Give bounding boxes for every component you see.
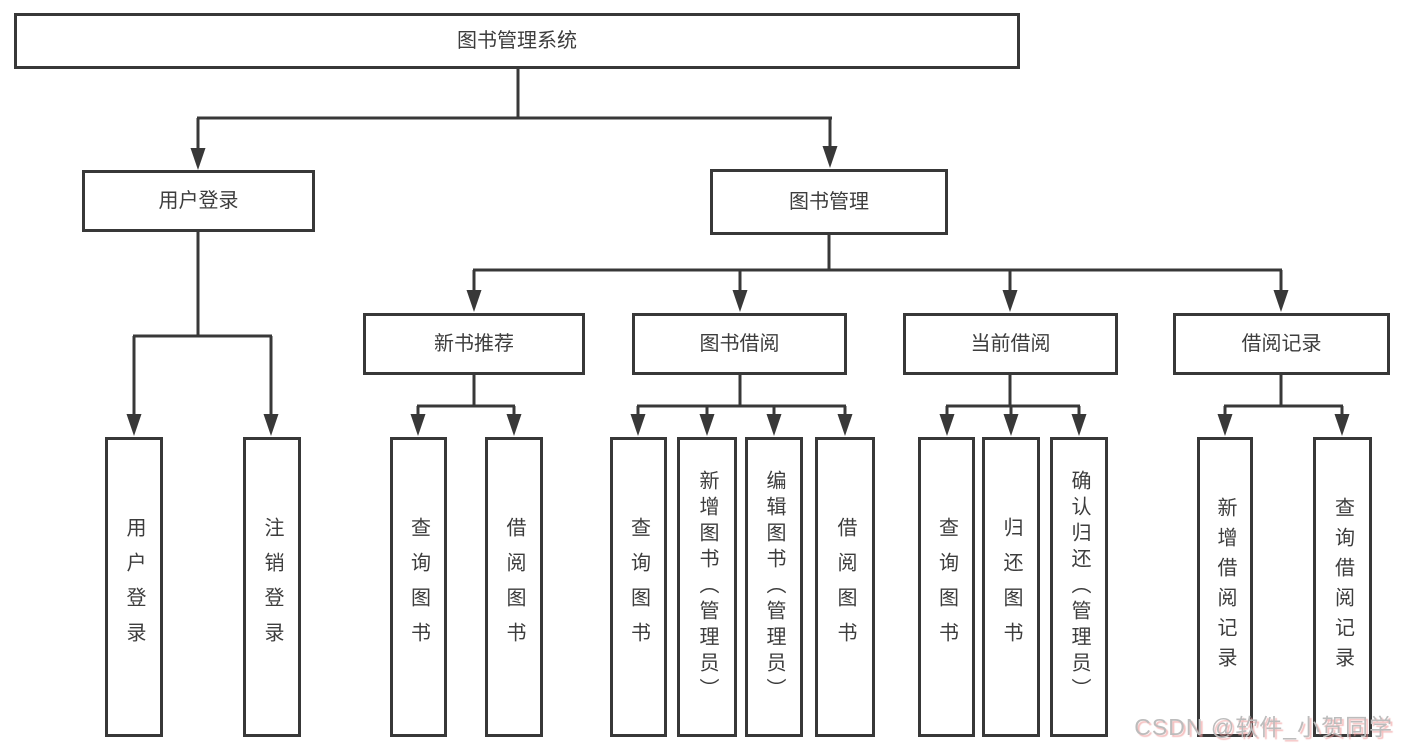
leaf-add-books-admin: 新增图书（管理员） (677, 437, 737, 737)
node-borrowing-records: 借阅记录 (1173, 313, 1390, 375)
arrowhead-icon (466, 290, 482, 312)
leaf-recommend-query-books: 查询图书 (390, 437, 447, 737)
node-book-management: 图书管理 (710, 169, 948, 235)
node-label: 借阅图书 (834, 517, 856, 657)
leaf-edit-books-admin: 编辑图书（管理员） (745, 437, 803, 737)
arrowhead-icon (630, 414, 646, 436)
node-label: 借阅图书 (503, 517, 525, 657)
node-current-borrowing: 当前借阅 (903, 313, 1118, 375)
node-label: 新增借阅记录 (1214, 497, 1236, 677)
leaf-recommend-borrow-books: 借阅图书 (485, 437, 543, 737)
node-label: 查询图书 (935, 517, 958, 657)
arrowhead-icon (1334, 414, 1350, 436)
node-user-login: 用户登录 (82, 170, 315, 232)
arrowhead-icon (766, 414, 782, 436)
leaf-logout: 注销登录 (243, 437, 301, 737)
leaf-return-books: 归还图书 (982, 437, 1040, 737)
node-label: 查询图书 (407, 517, 430, 657)
node-label: 查询借阅记录 (1331, 497, 1354, 677)
node-label: 编辑图书（管理员） (763, 470, 785, 704)
node-label: 图书管理系统 (457, 30, 577, 52)
leaf-current-query-books: 查询图书 (918, 437, 975, 737)
node-label: 用户登录 (123, 517, 145, 657)
node-label: 当前借阅 (970, 333, 1051, 355)
arrowhead-icon (190, 148, 206, 170)
node-label: 确认归还（管理员） (1068, 470, 1090, 704)
node-label: 图书借阅 (699, 333, 780, 355)
arrowhead-icon (1003, 414, 1019, 436)
arrowhead-icon (1071, 414, 1087, 436)
arrowhead-icon (939, 414, 955, 436)
arrowhead-icon (506, 414, 522, 436)
node-label: 注销登录 (261, 517, 283, 657)
arrowhead-icon (822, 146, 838, 168)
arrowhead-icon (263, 414, 279, 436)
node-new-book-recommendation: 新书推荐 (363, 313, 585, 375)
node-label: 新书推荐 (434, 333, 514, 355)
arrowhead-icon (699, 414, 715, 436)
leaf-add-borrow-record: 新增借阅记录 (1197, 437, 1253, 737)
leaf-user-login: 用户登录 (105, 437, 163, 737)
node-label: 归还图书 (1000, 517, 1022, 657)
arrowhead-icon (1217, 414, 1233, 436)
leaf-borrow-borrow-books: 借阅图书 (815, 437, 875, 737)
arrowhead-icon (126, 414, 142, 436)
node-label: 用户登录 (158, 190, 239, 212)
node-label: 借阅记录 (1241, 333, 1322, 355)
node-label: 新增图书（管理员） (696, 470, 718, 704)
arrowhead-icon (1002, 290, 1018, 312)
arrowhead-icon (732, 290, 748, 312)
node-library-management-system: 图书管理系统 (14, 13, 1020, 69)
node-book-borrowing: 图书借阅 (632, 313, 847, 375)
leaf-borrow-query-books: 查询图书 (610, 437, 667, 737)
csdn-watermark: CSDN @软件_小贺同学 (1134, 714, 1393, 740)
node-label: 查询图书 (627, 517, 650, 657)
arrowhead-icon (837, 414, 853, 436)
arrowhead-icon (410, 414, 426, 436)
leaf-confirm-return-admin: 确认归还（管理员） (1050, 437, 1108, 737)
arrowhead-icon (1273, 290, 1289, 312)
leaf-query-borrow-record: 查询借阅记录 (1313, 437, 1372, 737)
node-label: 图书管理 (789, 191, 869, 213)
